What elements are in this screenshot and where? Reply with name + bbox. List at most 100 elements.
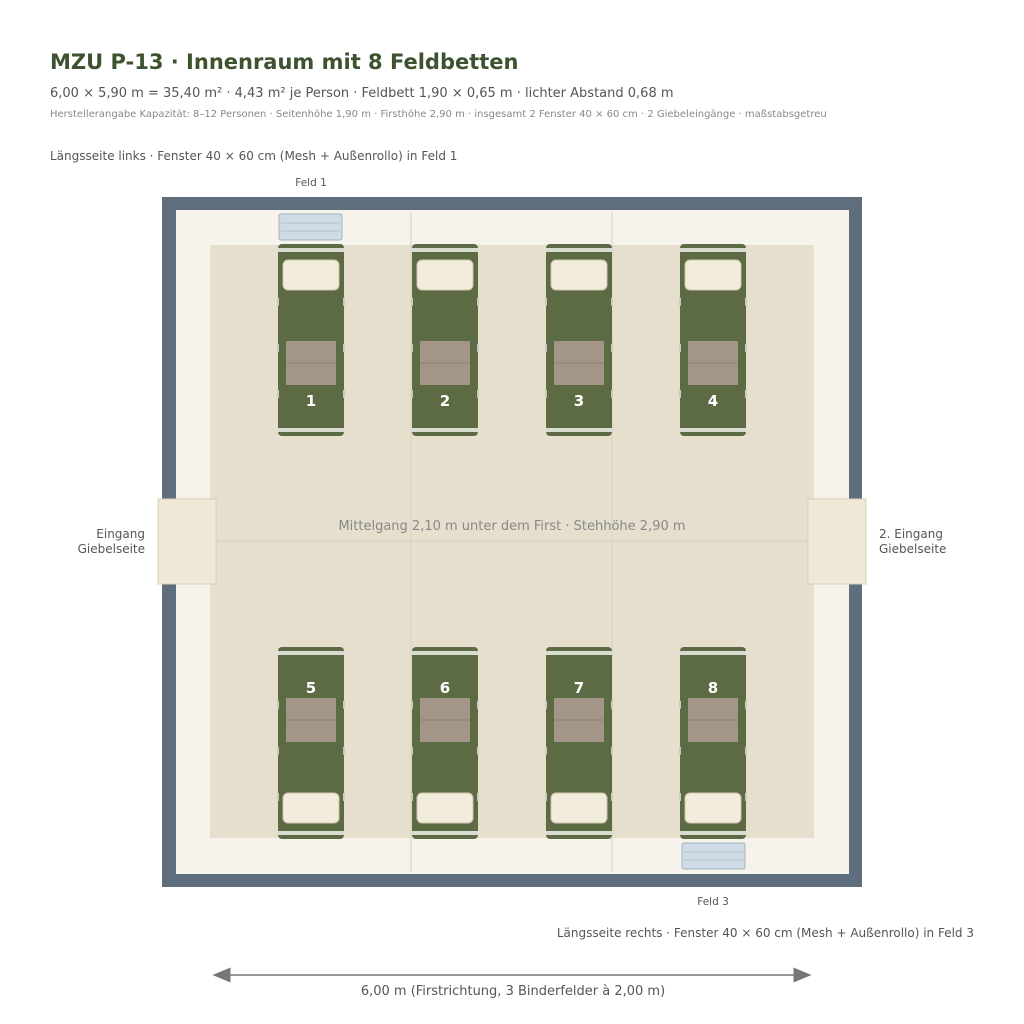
cot-leg	[343, 700, 345, 709]
cot-leg	[411, 389, 413, 398]
cot-number: 3	[574, 392, 584, 410]
cot-rail	[412, 428, 478, 432]
cot-leg	[679, 746, 681, 755]
cot[interactable]: 2	[411, 244, 479, 436]
cot-leg	[611, 792, 613, 801]
cot-frame	[546, 647, 612, 839]
entrance-left[interactable]	[157, 498, 217, 585]
cot-pillow	[550, 259, 608, 291]
cot[interactable]: 7	[545, 647, 613, 839]
cot-rail	[546, 651, 612, 655]
cot-leg	[611, 343, 613, 352]
cot-leg	[477, 297, 479, 306]
cot-rail	[680, 428, 746, 432]
cot-number: 2	[440, 392, 450, 410]
cot-leg	[679, 389, 681, 398]
cot-rail	[278, 248, 344, 252]
cot-leg	[745, 389, 747, 398]
cot-leg	[745, 700, 747, 709]
cot-leg	[611, 746, 613, 755]
cot-frame	[546, 244, 612, 436]
entrance-left-label: Eingang Giebelseite	[78, 527, 145, 557]
window-right-side	[681, 842, 746, 870]
cot-rail	[278, 428, 344, 432]
cot-leg	[679, 297, 681, 306]
cot-leg	[411, 746, 413, 755]
cot-leg	[545, 746, 547, 755]
cot-frame	[680, 647, 746, 839]
field-3-label: Feld 3	[697, 896, 729, 908]
cot-number: 8	[708, 679, 718, 697]
cot-leg	[545, 792, 547, 801]
cot-leg	[411, 700, 413, 709]
cot-pillow	[416, 792, 474, 824]
cot-leg	[343, 297, 345, 306]
cot-leg	[545, 343, 547, 352]
cot-leg	[679, 343, 681, 352]
cot-leg	[745, 343, 747, 352]
cot-leg	[343, 389, 345, 398]
cot-leg	[745, 746, 747, 755]
cot-leg	[745, 297, 747, 306]
cot-rail	[546, 428, 612, 432]
cot-number: 1	[306, 392, 316, 410]
cot-rail	[278, 831, 344, 835]
window-left-side	[278, 213, 343, 241]
right-long-side-label: Längsseite rechts · Fenster 40 × 60 cm (…	[556, 926, 974, 940]
entrance-right[interactable]	[807, 498, 867, 585]
cot-leg	[545, 700, 547, 709]
cot-number: 5	[306, 679, 316, 697]
cot[interactable]: 3	[545, 244, 613, 436]
cot-leg	[477, 746, 479, 755]
cot-leg	[277, 746, 279, 755]
entrance-right-label-line1: 2. Eingang	[879, 527, 943, 541]
cot[interactable]: 6	[411, 647, 479, 839]
cot-pillow	[684, 792, 742, 824]
entrance-right-label: 2. Eingang Giebelseite	[879, 527, 946, 557]
cot-pillow	[416, 259, 474, 291]
entrance-left-label-line1: Eingang	[96, 527, 145, 541]
cot-leg	[277, 700, 279, 709]
page-title: MZU P-13 · Innenraum mit 8 Feldbetten	[50, 50, 519, 74]
cots-layer: 1 2 3 4 5 6 7 8	[277, 244, 747, 839]
cot-rail	[278, 651, 344, 655]
cot-pillow	[282, 792, 340, 824]
cot-rail	[546, 831, 612, 835]
cot-leg	[277, 297, 279, 306]
cot-frame	[278, 244, 344, 436]
cot-leg	[679, 792, 681, 801]
left-long-side-label: Längsseite links · Fenster 40 × 60 cm (M…	[50, 149, 458, 163]
cot-frame	[680, 244, 746, 436]
cot[interactable]: 8	[679, 647, 747, 839]
aisle-label: Mittelgang 2,10 m unter dem First · Steh…	[338, 519, 686, 534]
cot-pillow	[550, 792, 608, 824]
page-subtitle: 6,00 × 5,90 m = 35,40 m² · 4,43 m² je Pe…	[50, 86, 674, 101]
cot-leg	[477, 700, 479, 709]
cot[interactable]: 1	[277, 244, 345, 436]
cot-rail	[412, 651, 478, 655]
cot-leg	[411, 297, 413, 306]
cot-leg	[343, 746, 345, 755]
cot-rail	[680, 248, 746, 252]
cot[interactable]: 4	[679, 244, 747, 436]
cot-number: 4	[708, 392, 718, 410]
cot-leg	[545, 297, 547, 306]
cot-leg	[745, 792, 747, 801]
cot-number: 7	[574, 679, 584, 697]
cot-leg	[277, 389, 279, 398]
cot-frame	[412, 244, 478, 436]
cot-leg	[277, 792, 279, 801]
cot-leg	[343, 343, 345, 352]
entrance-left-label-line2: Giebelseite	[77, 542, 145, 556]
cot[interactable]: 5	[277, 647, 345, 839]
cot-pillow	[282, 259, 340, 291]
cot-leg	[277, 343, 279, 352]
cot-rail	[546, 248, 612, 252]
cot-leg	[411, 792, 413, 801]
cot-leg	[477, 389, 479, 398]
dimension-label: 6,00 m (Firstrichtung, 3 Binderfelder à …	[360, 984, 666, 999]
cot-leg	[679, 700, 681, 709]
field-1-label: Feld 1	[295, 177, 327, 189]
cot-rail	[680, 831, 746, 835]
cot-pillow	[684, 259, 742, 291]
